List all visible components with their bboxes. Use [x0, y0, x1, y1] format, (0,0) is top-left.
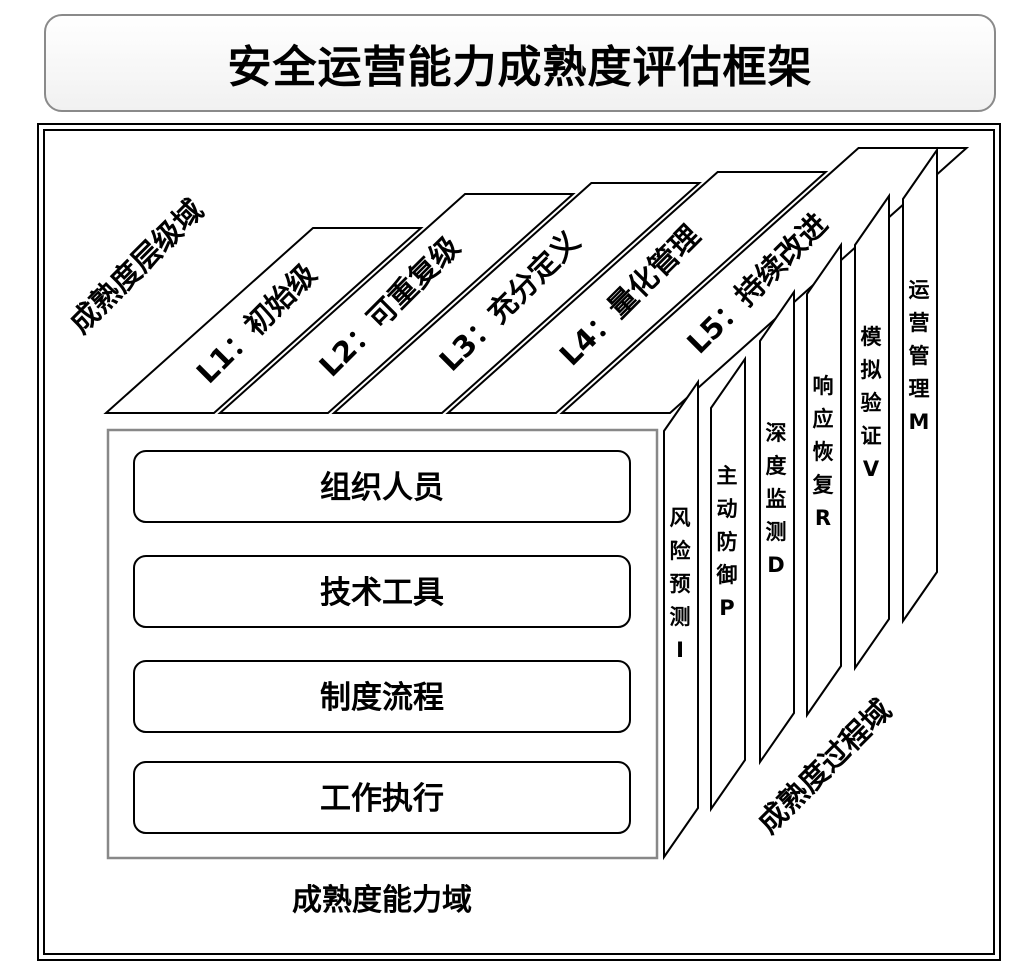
page-title: 安全运营能力成熟度评估框架 [227, 42, 813, 93]
capability-label: 组织人员 [320, 470, 444, 506]
level-band [217, 193, 576, 414]
process-char: 风 [670, 506, 691, 530]
process-column [710, 355, 746, 813]
process-char: V [863, 457, 880, 481]
capability-item [133, 450, 631, 523]
process-char: 监 [766, 487, 787, 511]
process-char: 测 [766, 520, 787, 544]
process-column [854, 192, 890, 672]
capability-item [133, 761, 631, 834]
capability-label: 技术工具 [320, 575, 444, 611]
capability-domain-label: 成熟度能力域 [292, 883, 472, 918]
process-char: 动 [717, 497, 738, 521]
process-char: 预 [670, 572, 691, 596]
capability-label: 制度流程 [320, 680, 444, 716]
process-column [806, 241, 842, 719]
process-char: 度 [766, 454, 787, 478]
capability-item [133, 555, 631, 628]
process-char: 响 [813, 374, 834, 398]
process-char: M [909, 410, 930, 434]
level-band [331, 182, 702, 414]
process-char: 应 [813, 407, 834, 431]
inner-frame [43, 129, 995, 955]
process-column [759, 288, 795, 766]
process-column [663, 378, 699, 861]
process-char: 营 [909, 311, 930, 335]
process-char: 证 [861, 424, 882, 448]
process-char: I [676, 638, 684, 662]
title-banner: 安全运营能力成熟度评估框架 [44, 14, 996, 112]
level-band [103, 227, 424, 414]
outer-frame [37, 123, 1001, 961]
process-char: 深 [766, 421, 787, 445]
process-char: 御 [716, 563, 738, 587]
process-char: 验 [861, 391, 882, 415]
process-char: 复 [812, 473, 835, 497]
process-char: 主 [717, 464, 738, 488]
process-char: 恢 [813, 440, 834, 464]
process-char: 险 [670, 539, 692, 563]
process-char: 管 [909, 344, 930, 368]
level-band [445, 171, 829, 414]
levels-domain-label: 成熟度层级域 [63, 193, 210, 340]
process-char: 测 [670, 605, 691, 629]
process-char: 拟 [861, 358, 882, 382]
capability-item [133, 660, 631, 733]
process-char: 运 [909, 278, 930, 302]
process-char: 模 [861, 325, 883, 349]
process-column [902, 146, 938, 625]
capability-label: 工作执行 [320, 781, 444, 817]
level-band [559, 147, 970, 414]
process-char: 防 [717, 530, 738, 554]
process-char: 理 [909, 377, 930, 401]
process-char: R [815, 506, 831, 530]
process-char: D [767, 553, 784, 577]
process-char: P [719, 596, 734, 620]
